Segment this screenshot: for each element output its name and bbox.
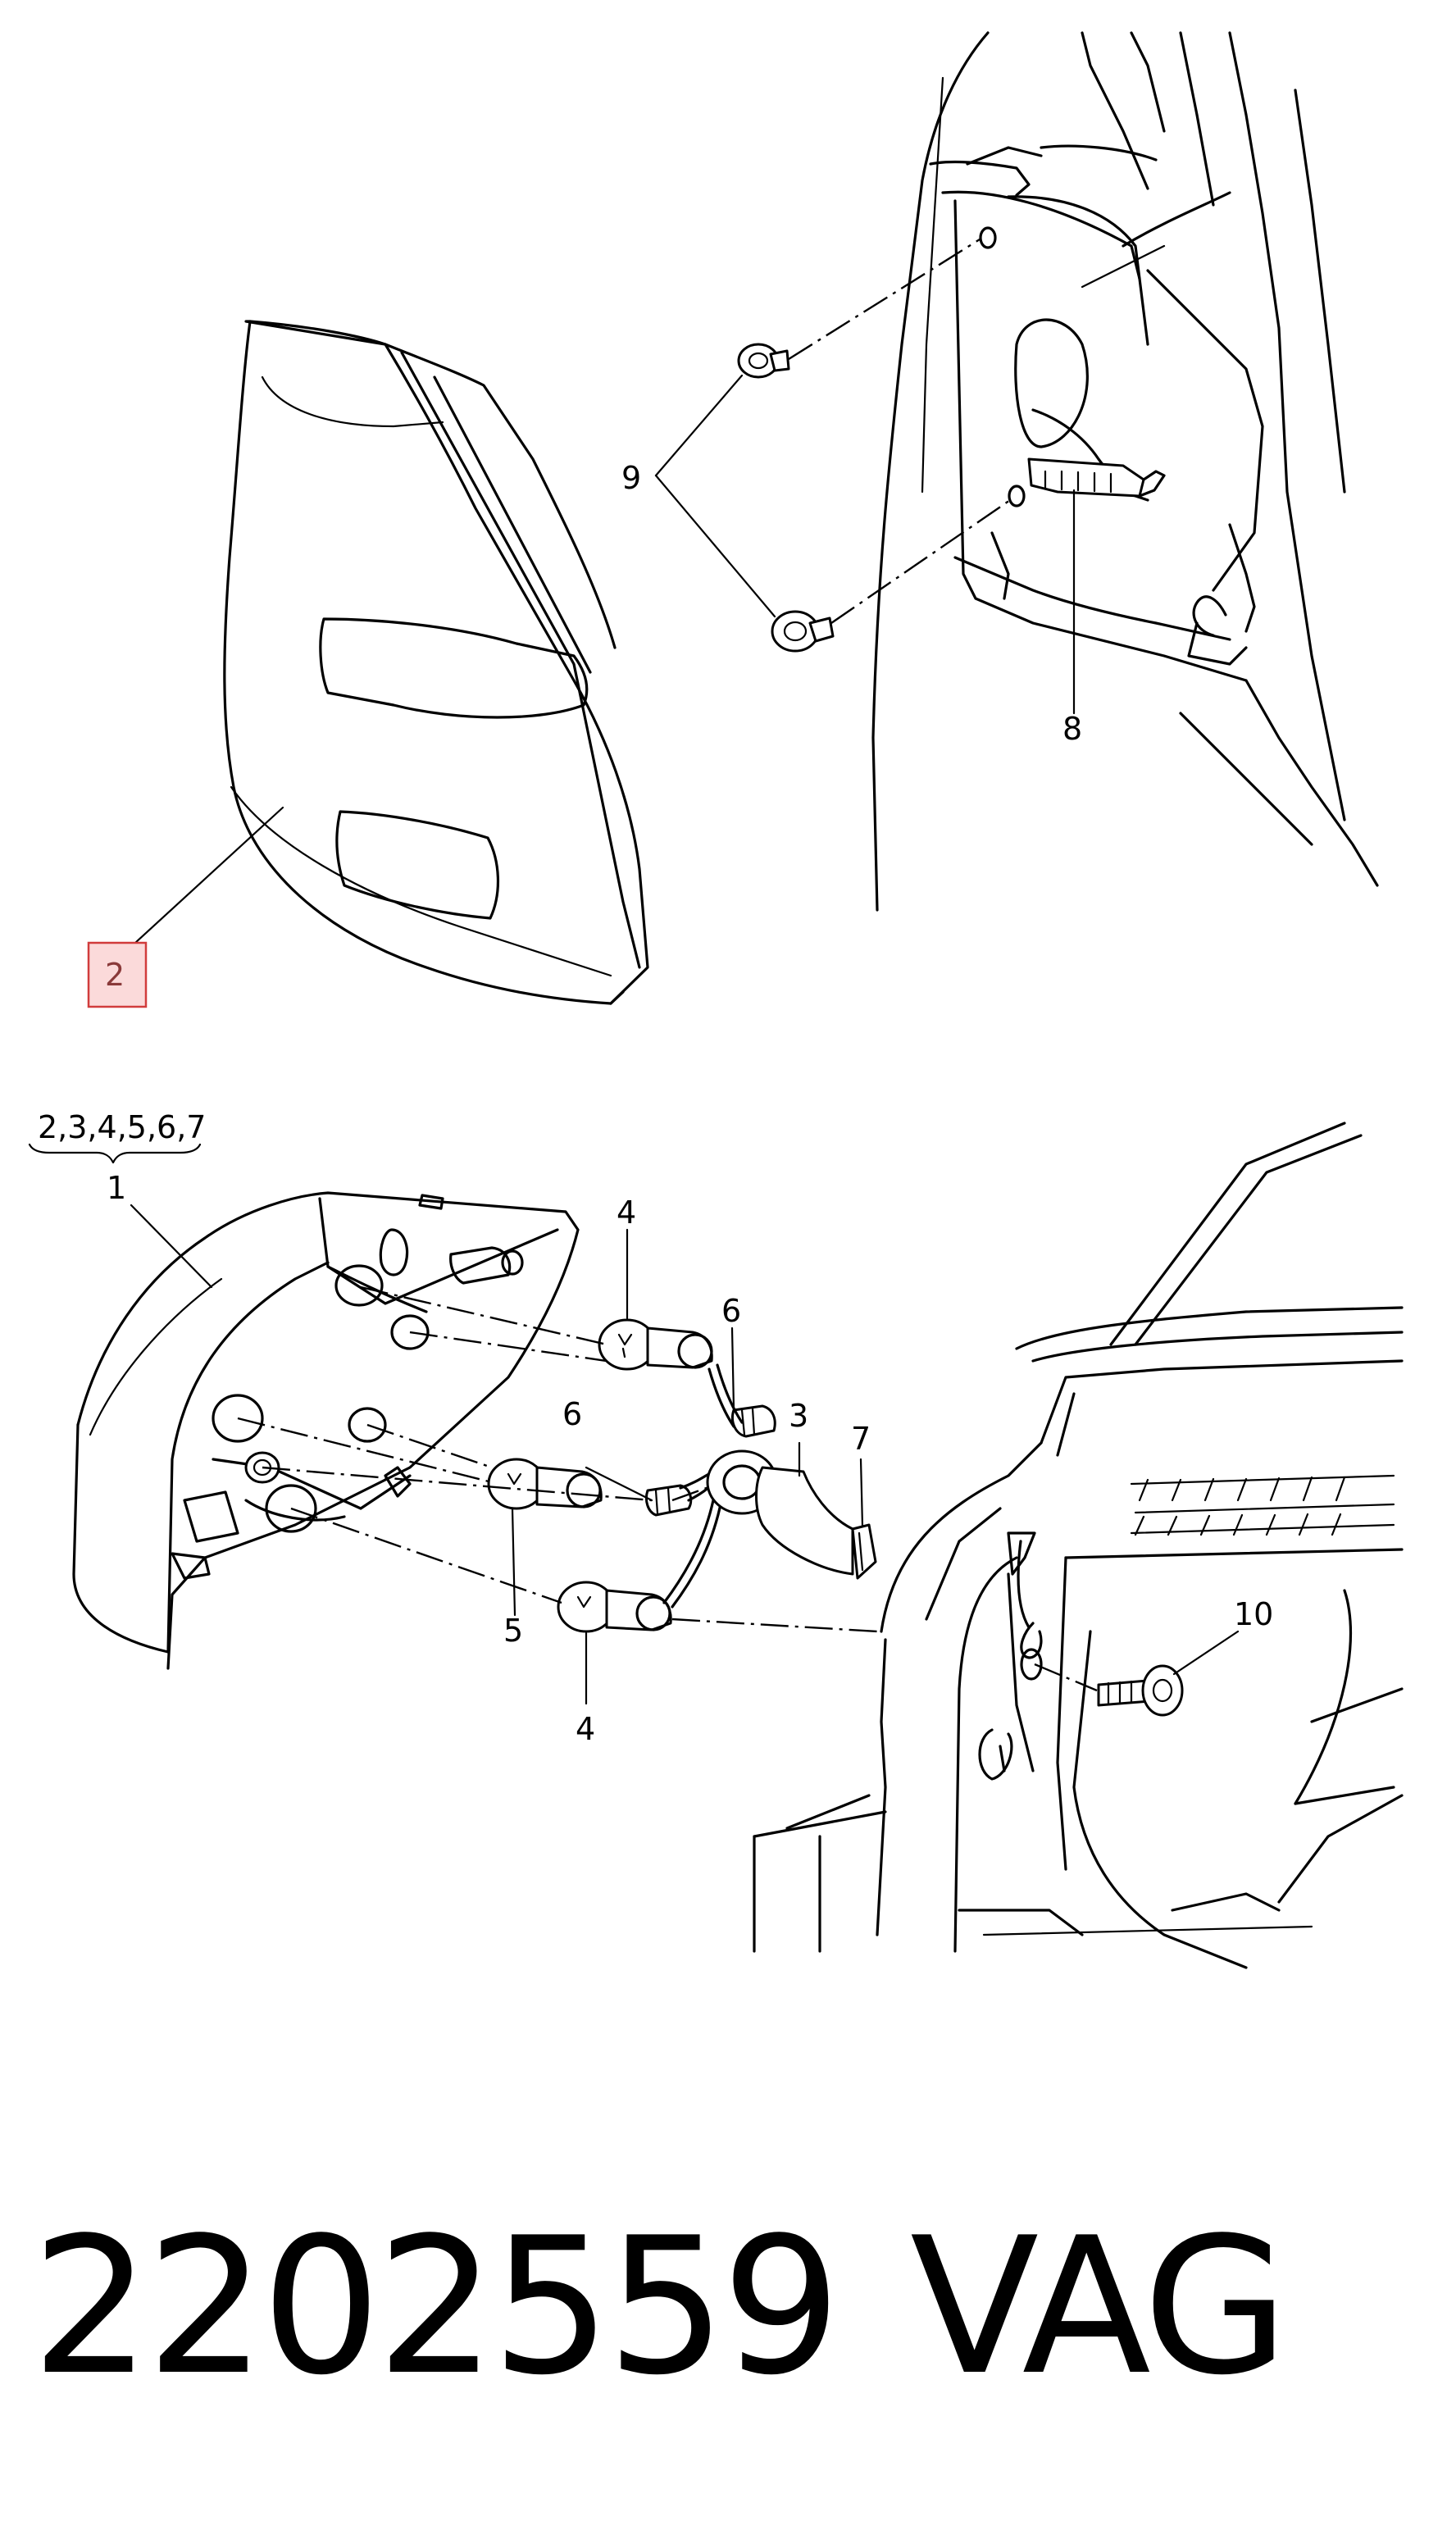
callout-6-mid: 6 (562, 1396, 582, 1432)
clip-9-upper (737, 343, 790, 379)
body-panel-top (871, 31, 1379, 912)
highlight-box (87, 941, 148, 1008)
callout-10: 10 (1234, 1596, 1273, 1632)
callout-group-2-7: 2,3,4,5,6,7 (38, 1109, 206, 1145)
callout-3: 3 (789, 1398, 808, 1434)
callout-2: 2 (105, 957, 125, 993)
body-panel-bottom (753, 1122, 1404, 1969)
connector-8 (1027, 457, 1166, 498)
bulb-4-lower (557, 1581, 672, 1633)
clip-9-lower (771, 610, 835, 653)
callout-5: 5 (503, 1613, 523, 1649)
tail-light-exploded-diagram: 9 8 2 (28, 31, 1404, 1969)
callout-1: 1 (107, 1170, 126, 1206)
leaders-top (134, 374, 1076, 944)
assembly-line-9-lower (830, 498, 1013, 624)
brand-name: VAG (910, 2198, 1289, 2417)
callout-9: 9 (621, 460, 641, 496)
callout-6-upper: 6 (721, 1293, 741, 1329)
tail-lamp-housing (223, 320, 649, 1005)
assembly-line-9-upper (788, 238, 981, 361)
leaders-bottom (28, 1143, 1240, 1705)
bulb-5 (487, 1458, 603, 1510)
bulb-4-upper (598, 1318, 713, 1371)
assembly-lines-bottom (237, 1285, 1098, 1692)
lamp-rear-housing (72, 1191, 580, 1670)
callout-4-lower: 4 (576, 1711, 595, 1747)
wiring-harness-3 (662, 1363, 877, 1609)
callout-7: 7 (851, 1421, 871, 1457)
bulb-holder-6-upper (731, 1404, 776, 1438)
callout-4-upper: 4 (617, 1194, 636, 1231)
part-number: 2202559 (31, 2198, 841, 2417)
clip-10 (1097, 1664, 1184, 1717)
callout-8: 8 (1062, 711, 1082, 747)
callout-2-highlight[interactable]: 2 (87, 941, 148, 1008)
bulb-holder-6-mid (644, 1484, 693, 1517)
